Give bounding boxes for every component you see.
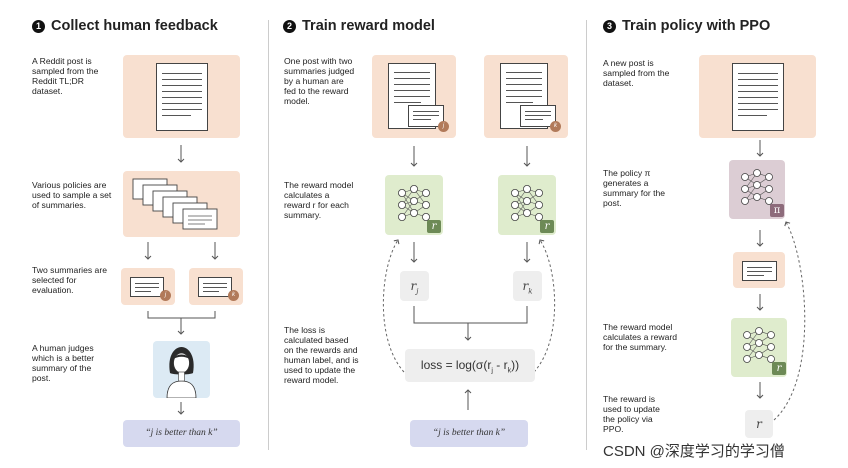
document-icon bbox=[732, 63, 784, 131]
neural-network-icon bbox=[397, 184, 431, 222]
merge-bracket bbox=[147, 311, 216, 334]
badge-k: k bbox=[550, 121, 561, 132]
note-new-post: A new post is sampled from the dataset. bbox=[603, 58, 670, 88]
note-policies: Various policies are used to sample a se… bbox=[32, 180, 112, 210]
human-card bbox=[153, 341, 210, 399]
feedback-arrow-right bbox=[533, 239, 556, 373]
note-loss: The loss is calculated based on the rewa… bbox=[284, 325, 359, 385]
column-divider bbox=[586, 20, 587, 450]
human-icon bbox=[166, 347, 197, 399]
badge-j: j bbox=[438, 121, 449, 132]
badge-k: k bbox=[228, 290, 239, 301]
step-number-badge: 2 bbox=[283, 19, 296, 33]
reward-rk-box: rk bbox=[513, 271, 542, 301]
watermark: CSDN @深度学习的学习僧 bbox=[603, 443, 785, 460]
summary-icon bbox=[198, 277, 232, 297]
note-reward-calculates: The reward model calculates a reward r f… bbox=[284, 180, 354, 220]
neural-network-icon bbox=[510, 184, 544, 222]
reward-rj: rj bbox=[410, 279, 419, 296]
reward-tag: r bbox=[427, 220, 441, 233]
note-reward-summary: The reward model calculates a reward for… bbox=[603, 322, 678, 352]
feedback-arrow-left bbox=[382, 239, 405, 373]
post-with-summary-j: j bbox=[372, 55, 456, 138]
document-icon bbox=[156, 63, 208, 131]
badge-j: j bbox=[160, 290, 171, 301]
post-with-summary-k: k bbox=[484, 55, 568, 138]
note-update-policy: The reward is used to update the policy … bbox=[603, 394, 660, 434]
reward-tag: r bbox=[772, 362, 786, 375]
note-two-summaries: Two summaries are selected for evaluatio… bbox=[32, 265, 107, 295]
note-policy-generates: The policy π generates a summary for the… bbox=[603, 168, 666, 208]
step-1-title: 1 Collect human feedback bbox=[32, 18, 218, 34]
reward-model: r bbox=[731, 318, 787, 377]
reward-tag: r bbox=[540, 220, 554, 233]
summary-icon bbox=[742, 261, 777, 281]
summary-j-card: j bbox=[121, 268, 175, 305]
column-divider bbox=[268, 20, 269, 450]
step-number-badge: 1 bbox=[32, 19, 45, 33]
reward-model-k: r bbox=[498, 175, 556, 235]
step-title-text: Collect human feedback bbox=[51, 18, 218, 34]
summary-icon bbox=[520, 105, 556, 127]
step-2-title: 2 Train reward model bbox=[283, 18, 435, 34]
feedback-arrow-ppo bbox=[773, 221, 806, 421]
step-number-badge: 3 bbox=[603, 19, 616, 33]
reward-rj-box: rj bbox=[400, 271, 429, 301]
step-title-text: Train policy with PPO bbox=[622, 18, 771, 34]
note-human-judge: A human judges which is a better summary… bbox=[32, 343, 95, 383]
generated-summary-card bbox=[733, 252, 785, 288]
loss-formula-box: loss = log(σ(rj - rk)) bbox=[405, 349, 535, 382]
step-3-title: 3 Train policy with PPO bbox=[603, 18, 770, 34]
note-reddit-post: A Reddit post is sampled from the Reddit… bbox=[32, 56, 99, 96]
summary-icon bbox=[408, 105, 444, 127]
reward-rk: rk bbox=[522, 279, 533, 296]
post-card bbox=[123, 55, 240, 138]
summary-icon bbox=[130, 277, 164, 297]
reward-value: r bbox=[756, 417, 762, 431]
reward-model-j: r bbox=[385, 175, 443, 235]
human-label-text: “j is better than k” bbox=[432, 428, 506, 438]
post-card bbox=[699, 55, 816, 138]
merge-bracket bbox=[413, 306, 528, 340]
policy-model: π bbox=[729, 160, 785, 219]
summaries-card bbox=[123, 171, 240, 237]
loss-formula: loss = log(σ(rj - rk)) bbox=[420, 358, 520, 375]
step-title-text: Train reward model bbox=[302, 18, 435, 34]
policy-tag: π bbox=[770, 204, 784, 217]
note-fed-to-reward: One post with two summaries judged by a … bbox=[284, 56, 355, 106]
human-label-text: “j is better than k” bbox=[145, 428, 218, 438]
reward-value-box: r bbox=[745, 410, 773, 438]
summary-k-card: k bbox=[189, 268, 243, 305]
stacked-summaries-icon bbox=[132, 178, 218, 230]
human-label-box: “j is better than k” bbox=[123, 420, 240, 447]
neural-network-icon bbox=[741, 169, 773, 205]
neural-network-icon bbox=[743, 327, 775, 363]
human-label-box: “j is better than k” bbox=[410, 420, 528, 447]
